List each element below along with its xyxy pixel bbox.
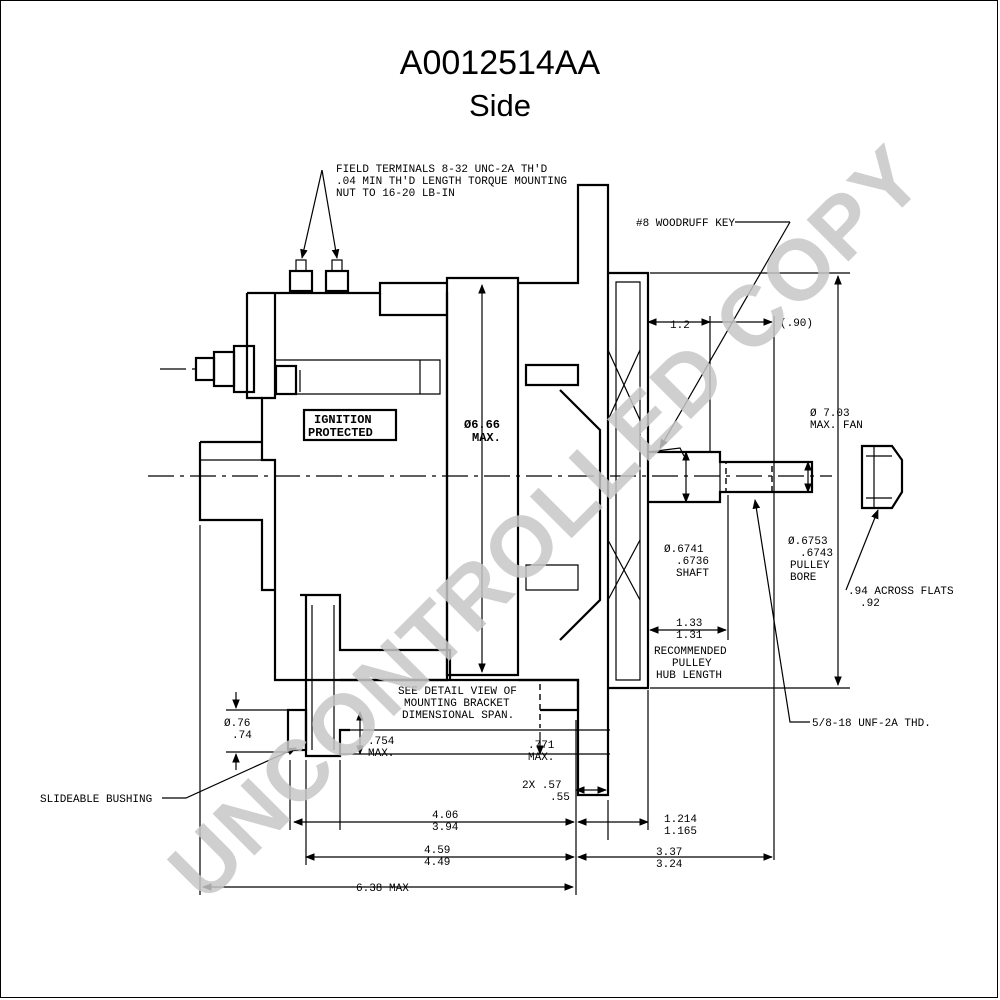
dim-406-label: 4.06 — [432, 810, 458, 822]
dim-394-label: 3.94 — [432, 822, 459, 834]
shaft-label: SHAFT — [676, 568, 709, 580]
dim-2x-label: 2X .57 — [522, 780, 562, 792]
bottom-dimensions — [199, 525, 773, 895]
bore-dia-label-1: Ø.6753 — [788, 536, 828, 548]
dim-324-label: 3.24 — [656, 859, 683, 871]
hub-length-dimension — [649, 495, 729, 640]
detail-view-label-1: SEE DETAIL VIEW OF — [398, 686, 517, 698]
field-terminals-leaders — [300, 169, 340, 259]
fan-max-label: MAX. FAN — [810, 420, 863, 432]
across-flats-leader — [845, 509, 879, 591]
shaft-dia-label-1: Ø.6741 — [664, 544, 704, 556]
dim-771-max-label: MAX. — [528, 752, 554, 764]
woodruff-key-leader — [659, 221, 791, 449]
stator-diameter-label: Ø6.66 — [464, 418, 500, 432]
ignition-protected-box — [302, 408, 398, 442]
rear-housing — [198, 281, 449, 682]
field-terminals-label-3: NUT TO 16-20 LB-IN — [336, 188, 455, 200]
bushing-dia-label-1: Ø.76 — [224, 718, 250, 730]
dim-754-max-label: MAX. — [368, 748, 394, 760]
dim-1214-label: 1.214 — [664, 814, 697, 826]
thread-label: 5/8-18 UNF-2A THD. — [812, 718, 931, 730]
drawing-title: A0012514AA — [399, 44, 601, 82]
dim-90-label: (.90) — [780, 318, 813, 330]
dim-771-label: .771 — [528, 740, 555, 752]
pulley-label: PULLEY — [790, 560, 830, 572]
shaft-dia-label-2: .6736 — [676, 556, 709, 568]
stator — [445, 276, 520, 677]
thread-leader — [752, 499, 810, 723]
bushing-dia-label-2: .74 — [232, 730, 252, 742]
across-flats-label-1: .94 ACROSS FLATS — [848, 586, 954, 598]
shaft-nut — [860, 444, 904, 510]
stator-max-label: MAX. — [472, 431, 501, 445]
across-flats-label-2: .92 — [860, 598, 880, 610]
pulley-hub-label: PULLEY — [672, 658, 712, 670]
protected-label: PROTECTED — [308, 426, 373, 440]
shaft-length-dimensions — [647, 316, 775, 860]
dim-754-label: .754 — [368, 736, 395, 748]
dim-1-2-label: 1.2 — [670, 320, 690, 332]
fan-diameter-label: Ø 7.03 — [810, 408, 850, 420]
hub-length-label-1: 1.33 — [676, 618, 702, 630]
dim-638-label: 6.38 MAX — [356, 883, 409, 895]
dim-2x-label-2: .55 — [550, 792, 570, 804]
output-terminal-stud — [194, 344, 298, 396]
dim-449-label: 4.49 — [424, 857, 450, 869]
uncontrolled-copy-watermark: UNCONTROLLED COPY — [151, 127, 942, 918]
field-terminals-label-2: .04 MIN TH'D LENGTH TORQUE MOUNTING — [336, 176, 567, 188]
detail-view-label-2: MOUNTING BRACKET — [404, 698, 510, 710]
bore-label: BORE — [790, 572, 817, 584]
ignition-label: IGNITION — [314, 413, 372, 427]
woodruff-key-label: #8 WOODRUFF KEY — [636, 218, 735, 230]
slideable-bushing-leader — [162, 747, 297, 799]
dim-337-label: 3.37 — [656, 847, 682, 859]
bore-dia-label-2: .6743 — [800, 548, 833, 560]
fan-diameter-dimension — [650, 272, 850, 689]
field-terminal-studs — [288, 259, 350, 293]
field-terminals-label-1: FIELD TERMINALS 8-32 UNC-2A TH'D — [336, 164, 548, 176]
dim-459-label: 4.59 — [424, 845, 450, 857]
hub-length-text-label: HUB LENGTH — [656, 670, 722, 682]
hub-length-label-2: 1.31 — [676, 630, 703, 642]
slideable-bushing-label: SLIDEABLE BUSHING — [40, 794, 152, 806]
dim-1165-label: 1.165 — [664, 826, 697, 838]
detail-view-label-3: DIMENSIONAL SPAN. — [402, 710, 514, 722]
drawing-subtitle: Side — [468, 88, 532, 123]
recommended-label: RECOMMENDED — [654, 646, 727, 658]
bushing-dimensions — [226, 692, 610, 770]
fan — [607, 271, 650, 690]
